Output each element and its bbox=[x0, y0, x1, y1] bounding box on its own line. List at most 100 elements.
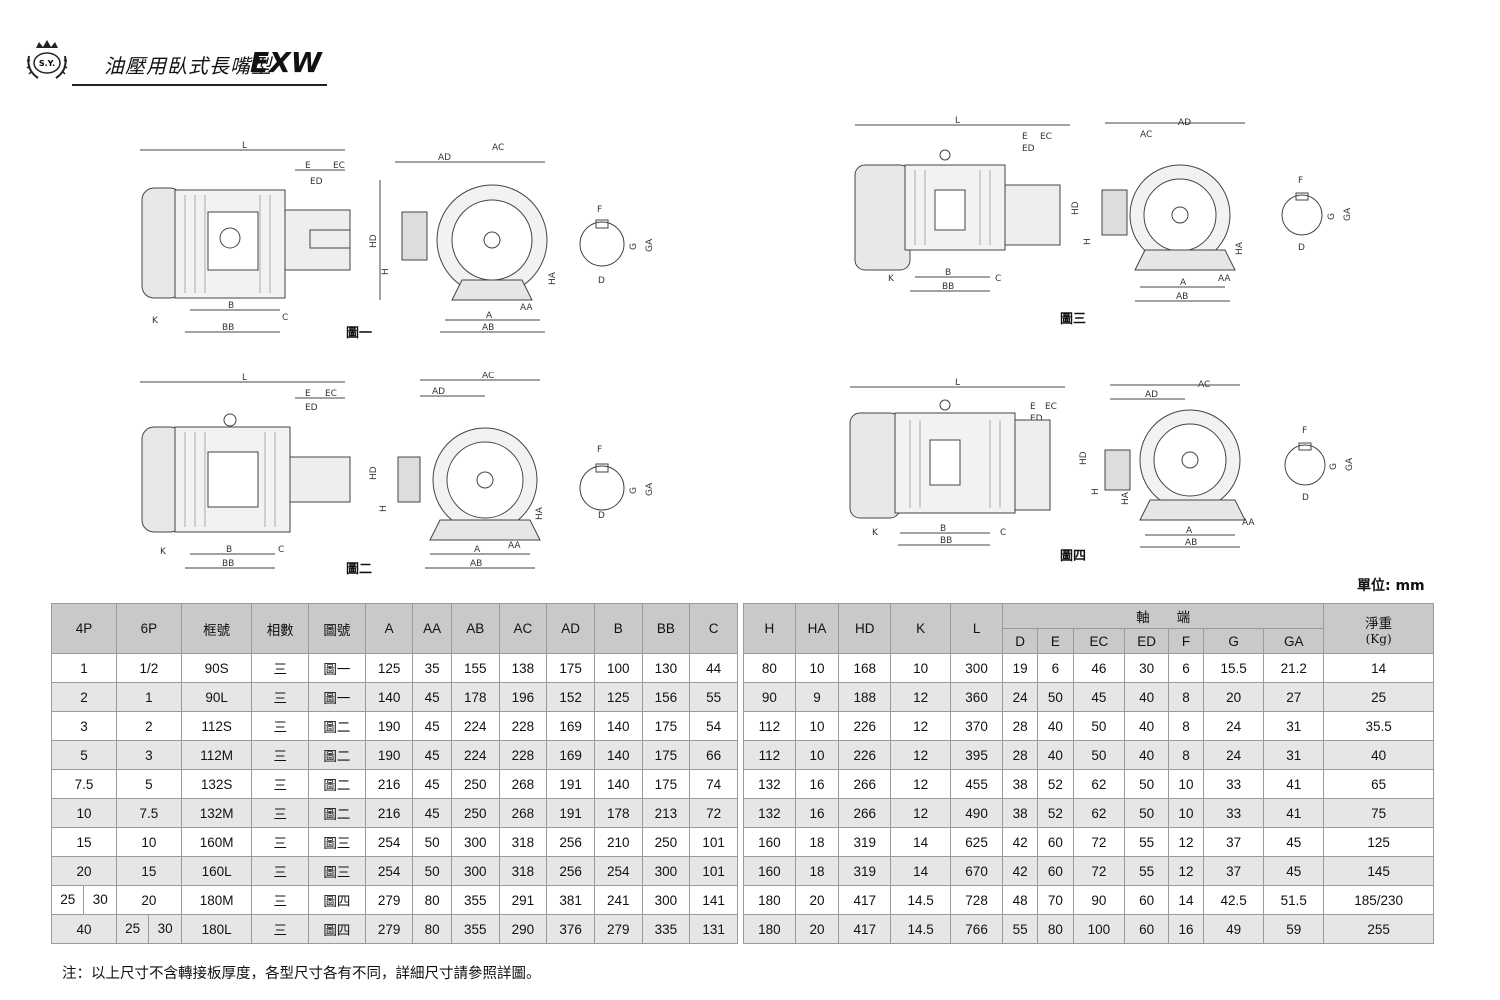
split-value: 30 bbox=[157, 921, 173, 936]
table-cell: 370 bbox=[950, 711, 1003, 741]
figure-2-label: 圖二 bbox=[346, 562, 373, 577]
table-cell: 55 bbox=[1001, 914, 1039, 944]
svg-text:HD: HD bbox=[369, 466, 379, 480]
table-cell: 50 bbox=[1124, 798, 1169, 828]
svg-text:AB: AB bbox=[470, 559, 482, 569]
table-cell: 15 bbox=[51, 827, 117, 857]
table-cell: 6 bbox=[1037, 653, 1074, 683]
svg-text:AA: AA bbox=[1242, 518, 1255, 528]
table-cell: 255 bbox=[1323, 914, 1434, 944]
table-cell: 268 bbox=[498, 798, 548, 828]
table-cell: 24 bbox=[1001, 682, 1039, 712]
svg-text:L: L bbox=[242, 373, 247, 383]
table-cell: 49 bbox=[1203, 914, 1265, 944]
table-cell: 160M bbox=[180, 827, 253, 857]
svg-text:E: E bbox=[305, 161, 311, 171]
table-cell: 216 bbox=[364, 769, 414, 799]
svg-text:ED: ED bbox=[1030, 414, 1043, 424]
svg-text:AB: AB bbox=[1185, 538, 1197, 548]
table-cell: 268 bbox=[498, 769, 548, 799]
table-cell: 圖二 bbox=[308, 769, 366, 799]
table-cell: 190 bbox=[364, 740, 414, 770]
table-cell: 766 bbox=[950, 914, 1003, 944]
svg-text:GA: GA bbox=[645, 482, 655, 496]
svg-text:BB: BB bbox=[222, 559, 234, 569]
table-cell: 250 bbox=[641, 827, 691, 857]
table-cell: 45 bbox=[412, 740, 452, 770]
column-header: 相數 bbox=[251, 603, 310, 654]
table-cell: 300 bbox=[450, 856, 500, 886]
svg-text:AD: AD bbox=[1178, 118, 1191, 128]
table-cell: 55 bbox=[689, 682, 738, 712]
svg-text:HD: HD bbox=[1079, 451, 1089, 465]
table-cell: 125 bbox=[1323, 827, 1434, 857]
table-cell: 1 bbox=[115, 682, 182, 712]
table-cell: 140 bbox=[364, 682, 414, 712]
column-header: AB bbox=[450, 603, 500, 654]
split-value: 25 bbox=[52, 886, 85, 914]
table-cell: 三 bbox=[251, 769, 310, 799]
table-cell: 381 bbox=[546, 885, 595, 915]
table-cell: 55 bbox=[1124, 827, 1169, 857]
column-header: 圖號 bbox=[308, 603, 366, 654]
column-header: HA bbox=[794, 603, 840, 654]
column-header: F bbox=[1167, 628, 1205, 654]
table-cell: 20 bbox=[794, 885, 840, 915]
table-cell: 5 bbox=[115, 769, 182, 799]
table-cell: 27 bbox=[1263, 682, 1325, 712]
table-cell: 90S bbox=[180, 653, 253, 683]
table-cell: 132 bbox=[743, 798, 796, 828]
table-cell: 180 bbox=[743, 914, 796, 944]
table-cell: 60 bbox=[1037, 856, 1074, 886]
figure-4-label: 圖四 bbox=[1060, 549, 1087, 564]
svg-text:HA: HA bbox=[548, 271, 558, 285]
table-cell: 160L bbox=[180, 856, 253, 886]
table-cell: 35 bbox=[412, 653, 452, 683]
table-cell: 圖三 bbox=[308, 827, 366, 857]
table-cell: 125 bbox=[593, 682, 643, 712]
table-cell: 三 bbox=[251, 682, 310, 712]
table-cell: 62 bbox=[1072, 798, 1126, 828]
table-cell: 60 bbox=[1124, 914, 1169, 944]
table-cell: 10 bbox=[794, 711, 840, 741]
table-cell: 319 bbox=[838, 827, 892, 857]
table-cell: 168 bbox=[838, 653, 892, 683]
table-cell: 7.5 bbox=[115, 798, 182, 828]
table-cell: 224 bbox=[450, 711, 500, 741]
table-cell: 100 bbox=[1072, 914, 1126, 944]
table-cell: 12 bbox=[890, 740, 952, 770]
svg-text:F: F bbox=[1298, 176, 1303, 186]
table-cell: 3 bbox=[51, 711, 117, 741]
table-cell: 141 bbox=[689, 885, 738, 915]
table-cell: 圖二 bbox=[308, 711, 366, 741]
svg-text:D: D bbox=[1298, 243, 1305, 253]
svg-text:H: H bbox=[381, 268, 391, 275]
column-header: ED bbox=[1124, 628, 1169, 654]
table-cell: 455 bbox=[950, 769, 1003, 799]
table-cell: 40 bbox=[51, 914, 117, 944]
table-cell: 5 bbox=[51, 740, 117, 770]
table-cell: 395 bbox=[950, 740, 1003, 770]
table-cell: 45 bbox=[412, 798, 452, 828]
column-header: L bbox=[950, 603, 1003, 654]
table-cell: 24 bbox=[1203, 711, 1265, 741]
table-cell: 125 bbox=[364, 653, 414, 683]
table-cell: 37 bbox=[1203, 827, 1265, 857]
svg-text:BB: BB bbox=[940, 536, 952, 546]
table-cell: 188 bbox=[838, 682, 892, 712]
table-cell: 40 bbox=[1037, 711, 1074, 741]
table-cell: 72 bbox=[1072, 856, 1126, 886]
